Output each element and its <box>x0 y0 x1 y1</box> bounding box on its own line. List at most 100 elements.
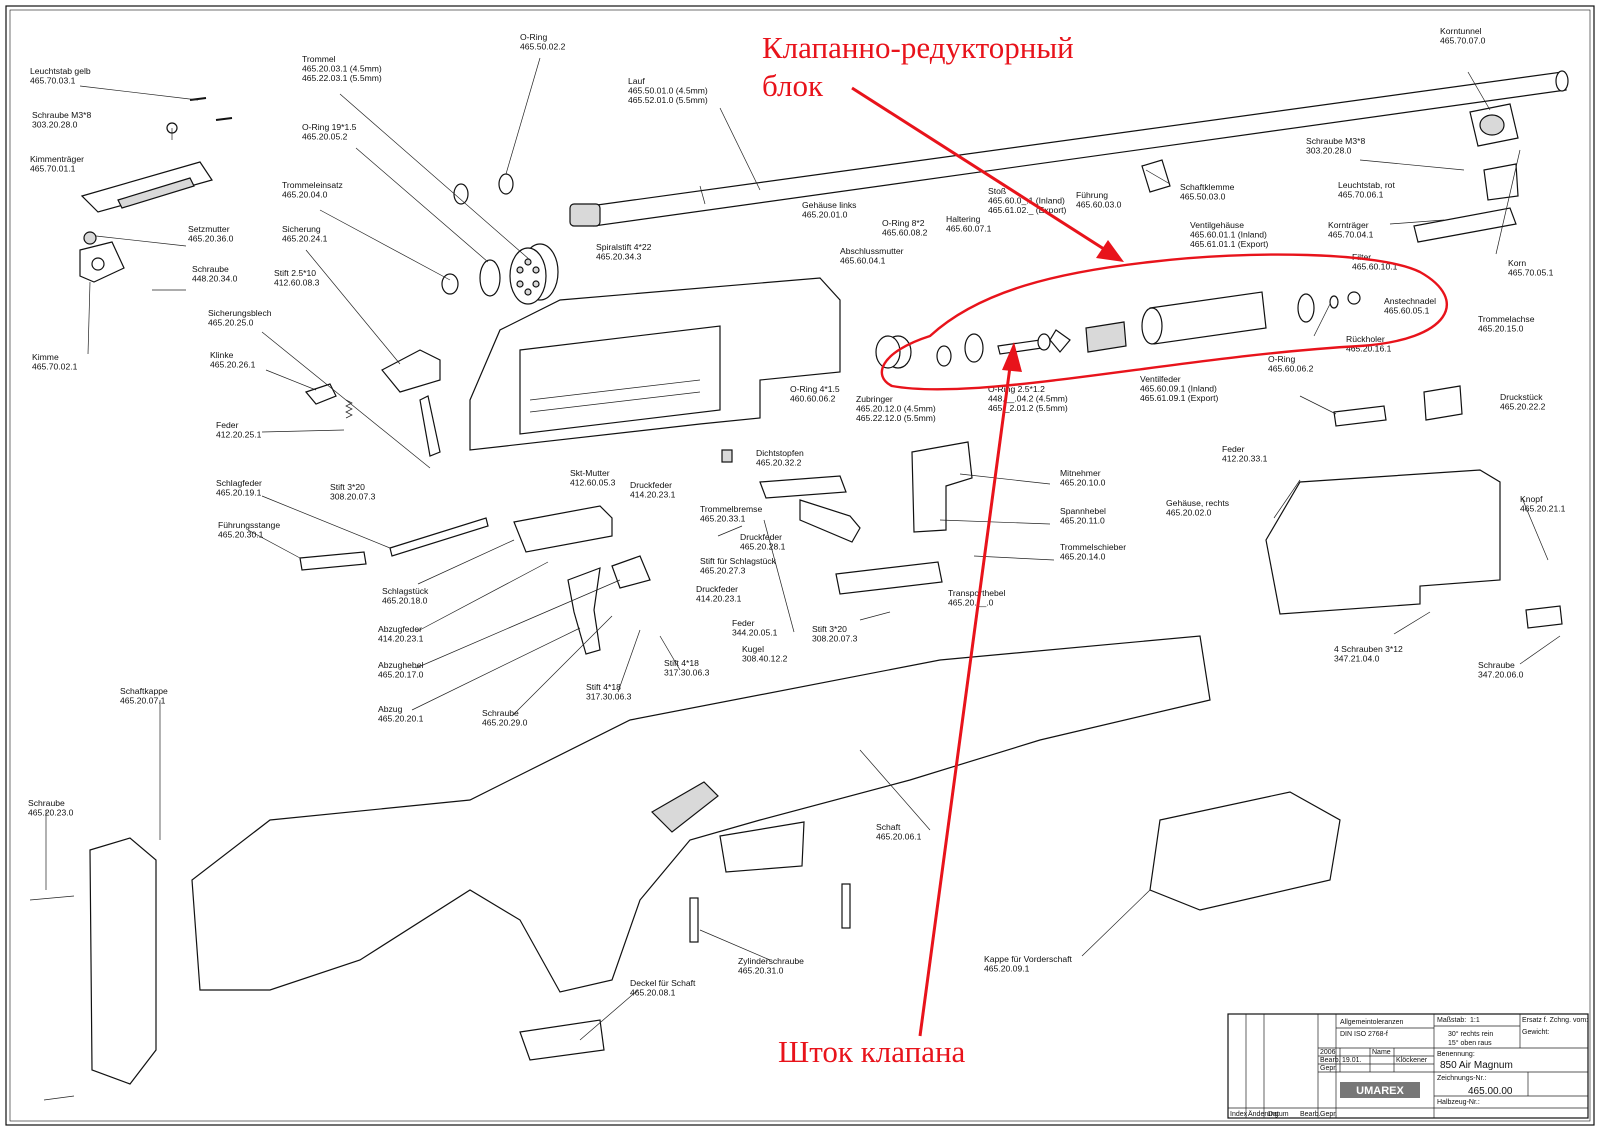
valve-block-outline <box>880 253 1448 391</box>
label-line: 465.70.04.1 <box>1328 230 1374 240</box>
zubringer-part <box>759 475 847 499</box>
label-line: Feder <box>216 420 239 430</box>
label-line: 465.60.03.0 <box>1076 200 1122 210</box>
korntraeger-part <box>1413 207 1517 243</box>
label-line: 465.52.01.0 (5.5mm) <box>628 95 708 105</box>
label-line: Trommelbremse <box>700 504 762 514</box>
tb-name-col: Name <box>1372 1049 1391 1056</box>
label-line: Stift 3*20 <box>812 624 847 634</box>
label-line: 465.20.01.0 <box>802 210 848 220</box>
label-line: 347.20.06.0 <box>1478 670 1524 680</box>
label-line: Druckfeder <box>696 584 738 594</box>
label-line: 303.20.28.0 <box>32 120 78 130</box>
klinke-part <box>304 383 337 405</box>
title-block: Allgemeintoleranzen DIN ISO 2768-f Maßst… <box>1227 1013 1589 1119</box>
label-line: Trommeleinsatz <box>282 180 343 190</box>
kappe-vorderschaft-part <box>1149 791 1341 911</box>
label-line: Rückholer <box>1346 334 1385 344</box>
schaft-part <box>191 635 1211 993</box>
label-line: 414.20.23.1 <box>630 490 676 500</box>
label-line: 465.70.06.1 <box>1338 190 1384 200</box>
revision-col-header: Änderung <box>1248 1110 1278 1118</box>
schlagfeder-spring <box>389 517 489 557</box>
label-line: 465.20.15.0 <box>1478 324 1524 334</box>
label-line: Stift 4*18 <box>586 682 621 692</box>
label-line: 465._2.01.2 (5.5mm) <box>988 403 1068 413</box>
label-line: Schraube <box>482 708 519 718</box>
label-line: Feder <box>1222 444 1245 454</box>
annotation-valve-block-line2: блок <box>762 68 824 103</box>
label-line: Schraube M3*8 <box>1306 136 1365 146</box>
label-line: Trommelschieber <box>1060 542 1126 552</box>
label-line: O-Ring 8*2 <box>882 218 925 228</box>
label-line: 465.20.17.0 <box>378 670 424 680</box>
label-line: Sicherung <box>282 224 321 234</box>
label-line: 414.20.23.1 <box>696 594 742 604</box>
label-line: O-Ring <box>1268 354 1295 364</box>
label-line: 308.40.12.2 <box>742 654 788 664</box>
abzug-part <box>567 567 601 655</box>
umarex-logo-text: UMAREX <box>1356 1085 1404 1097</box>
label-line: 465.20.04.0 <box>282 190 328 200</box>
label-line: Zylinderschraube <box>738 956 804 966</box>
label-line: Kappe für Vorderschaft <box>984 954 1073 964</box>
label-line: Druckfeder <box>630 480 672 490</box>
label-line: Leuchtstab gelb <box>30 66 91 76</box>
korntunnel-part <box>1469 103 1519 147</box>
label-line: 465.61.09.1 (Export) <box>1140 393 1218 403</box>
label-line: 465.20.02.0 <box>1166 508 1212 518</box>
label-line: Feder <box>732 618 755 628</box>
label-line: 465.60.04.1 <box>840 256 886 266</box>
kimmentraeger-part <box>80 161 213 213</box>
label-line: 465.20.23.0 <box>28 808 74 818</box>
label-line: 347.21.04.0 <box>1334 654 1380 664</box>
tb-scale: 1:1 <box>1470 1017 1480 1024</box>
label-line: Abzug <box>378 704 403 714</box>
label-line: 465.20.32.2 <box>756 458 802 468</box>
deckel-part <box>519 1019 605 1061</box>
label-line: O-Ring 2.5*1.2 <box>988 384 1045 394</box>
tb-person: Klöckener <box>1396 1057 1428 1064</box>
label-line: Setzmutter <box>188 224 230 234</box>
tb-year: 2006 <box>1320 1049 1336 1056</box>
label-line: Führung <box>1076 190 1108 200</box>
tb-gepr: Gepr. <box>1320 1065 1337 1072</box>
label-line: Leuchtstab, rot <box>1338 180 1395 190</box>
valve-stem-arrowhead <box>1002 342 1022 372</box>
sicherung-part <box>381 349 441 393</box>
sicherungsblech-part <box>419 395 441 457</box>
rueckholer-part <box>1333 405 1387 427</box>
label-line: Abzugfeder <box>378 624 422 634</box>
knopf-part <box>1525 605 1563 629</box>
label-line: Schaft <box>876 822 901 832</box>
label-line: Spiralstift 4*22 <box>596 242 652 252</box>
trommeleinsatz <box>441 273 459 295</box>
label-line: Stift 3*20 <box>330 482 365 492</box>
label-line: 465.20.27.3 <box>700 566 746 576</box>
